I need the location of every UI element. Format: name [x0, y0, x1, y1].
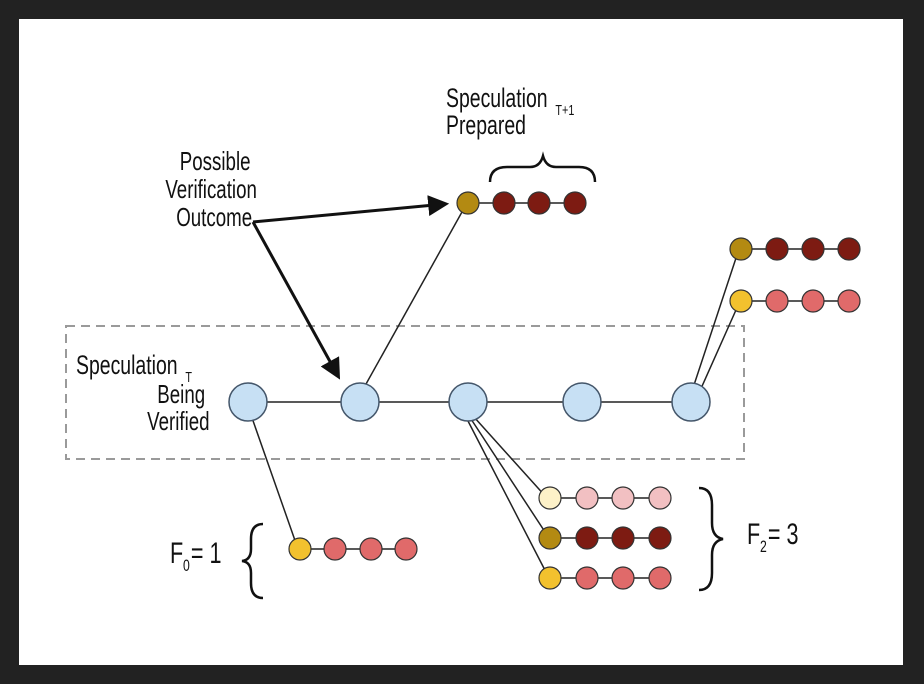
connector-right-a: [691, 248, 740, 392]
label-speculation-t: Speculation T: [76, 350, 192, 386]
token-node: [563, 191, 587, 215]
token-node: [765, 289, 789, 313]
token-node: [538, 566, 562, 590]
label-possible: Possible: [180, 146, 251, 176]
connector-right-b: [698, 300, 741, 394]
token-node: [611, 486, 635, 510]
main-node: [340, 382, 380, 422]
brace-prepared: [488, 151, 597, 183]
token-node: [611, 526, 635, 550]
token-node: [575, 486, 599, 510]
main-node: [562, 382, 602, 422]
token-node: [492, 191, 516, 215]
label-speculation-t-main: Speculation: [76, 350, 178, 380]
label-speculation-next: Speculation T+1 Prepared: [446, 83, 574, 140]
main-node: [671, 382, 711, 422]
main-node: [448, 382, 488, 422]
connector-prepared: [360, 202, 468, 394]
label-speculation-next-main: Speculation: [446, 83, 548, 113]
token-node: [538, 526, 562, 550]
label-outcome: Outcome: [176, 202, 252, 232]
verification-box: [65, 325, 745, 460]
label-f0-eq: = 1: [191, 535, 222, 569]
token-node: [288, 537, 312, 561]
token-node: [801, 237, 825, 261]
token-node: [456, 191, 480, 215]
label-prepared: Prepared: [446, 110, 526, 140]
token-node: [837, 237, 861, 261]
connector-f2-a: [473, 416, 548, 499]
label-f2-sub: 2: [760, 538, 767, 556]
arrow-to-main-node: [251, 221, 341, 380]
diagram-canvas: Possible Verification Outcome Speculatio…: [19, 19, 903, 665]
token-node: [359, 537, 383, 561]
token-node: [648, 486, 672, 510]
token-node: [648, 526, 672, 550]
label-speculation-t-sub: T: [185, 368, 192, 385]
label-f2-main: F: [747, 516, 760, 550]
token-node: [729, 289, 753, 313]
token-node: [575, 566, 599, 590]
token-node: [323, 537, 347, 561]
token-node: [837, 289, 861, 313]
token-node: [394, 537, 418, 561]
main-node: [228, 382, 268, 422]
label-verified: Verified: [147, 406, 209, 436]
token-node: [801, 289, 825, 313]
arrow-to-prepared: [252, 195, 450, 224]
label-being: Being: [157, 379, 205, 409]
label-verification: Verification: [165, 174, 257, 204]
token-node: [611, 566, 635, 590]
label-f2-eq: = 3: [768, 516, 799, 550]
label-f0-main: F: [170, 535, 183, 569]
label-f2: F 2 = 3: [747, 516, 798, 556]
token-node: [538, 486, 562, 510]
token-node: [648, 566, 672, 590]
brace-f0: [241, 522, 264, 600]
token-node: [527, 191, 551, 215]
connector-f2-c: [467, 420, 550, 579]
speculation-diagram: Possible Verification Outcome Speculatio…: [65, 83, 861, 600]
label-f0-sub: 0: [183, 557, 190, 575]
connector-f2-b: [470, 418, 550, 539]
token-node: [765, 237, 789, 261]
token-node: [575, 526, 599, 550]
label-f0: F 0 = 1: [170, 535, 221, 575]
label-speculation-next-sub: T+1: [555, 101, 574, 118]
connector-f0: [250, 414, 299, 550]
brace-f2: [698, 486, 724, 592]
token-node: [729, 237, 753, 261]
